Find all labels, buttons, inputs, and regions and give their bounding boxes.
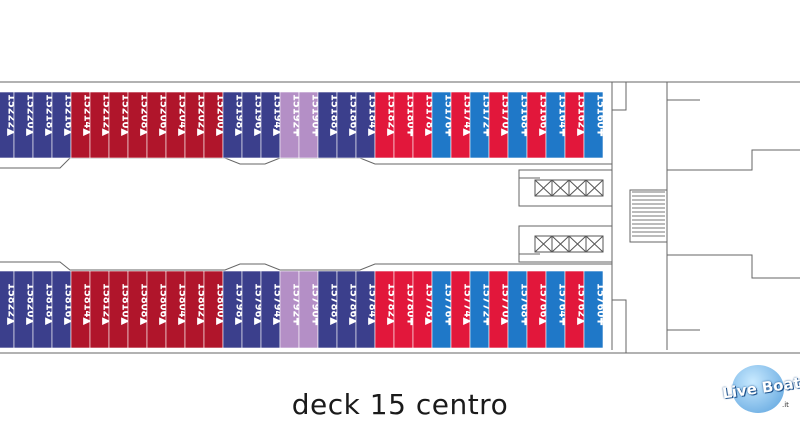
- cabin-row-bottom: 15822▲15820▲15818▲15816▲15814▲15812▲1581…: [0, 270, 608, 349]
- cabin-box: [583, 91, 604, 159]
- logo-suffix: .it: [782, 401, 789, 409]
- elevator-bank: [534, 179, 604, 253]
- cabin-15160: 15160✚: [583, 91, 608, 159]
- liveboat-logo: Live Boat .it: [721, 361, 800, 419]
- cabin-box: [583, 270, 604, 349]
- cabin-number: 15760✚: [595, 283, 608, 326]
- deck-outline: [0, 81, 800, 354]
- cabin-row-top: 15222▲15220▲15218▲15216▲15214▲15212▲1521…: [0, 91, 608, 159]
- cabin-number: 15160✚: [595, 94, 608, 137]
- deck-title: deck 15 centro: [291, 388, 509, 421]
- stairs: [632, 191, 665, 237]
- cabin-15760: 15760✚: [583, 270, 608, 349]
- logo-bubble: [732, 365, 784, 413]
